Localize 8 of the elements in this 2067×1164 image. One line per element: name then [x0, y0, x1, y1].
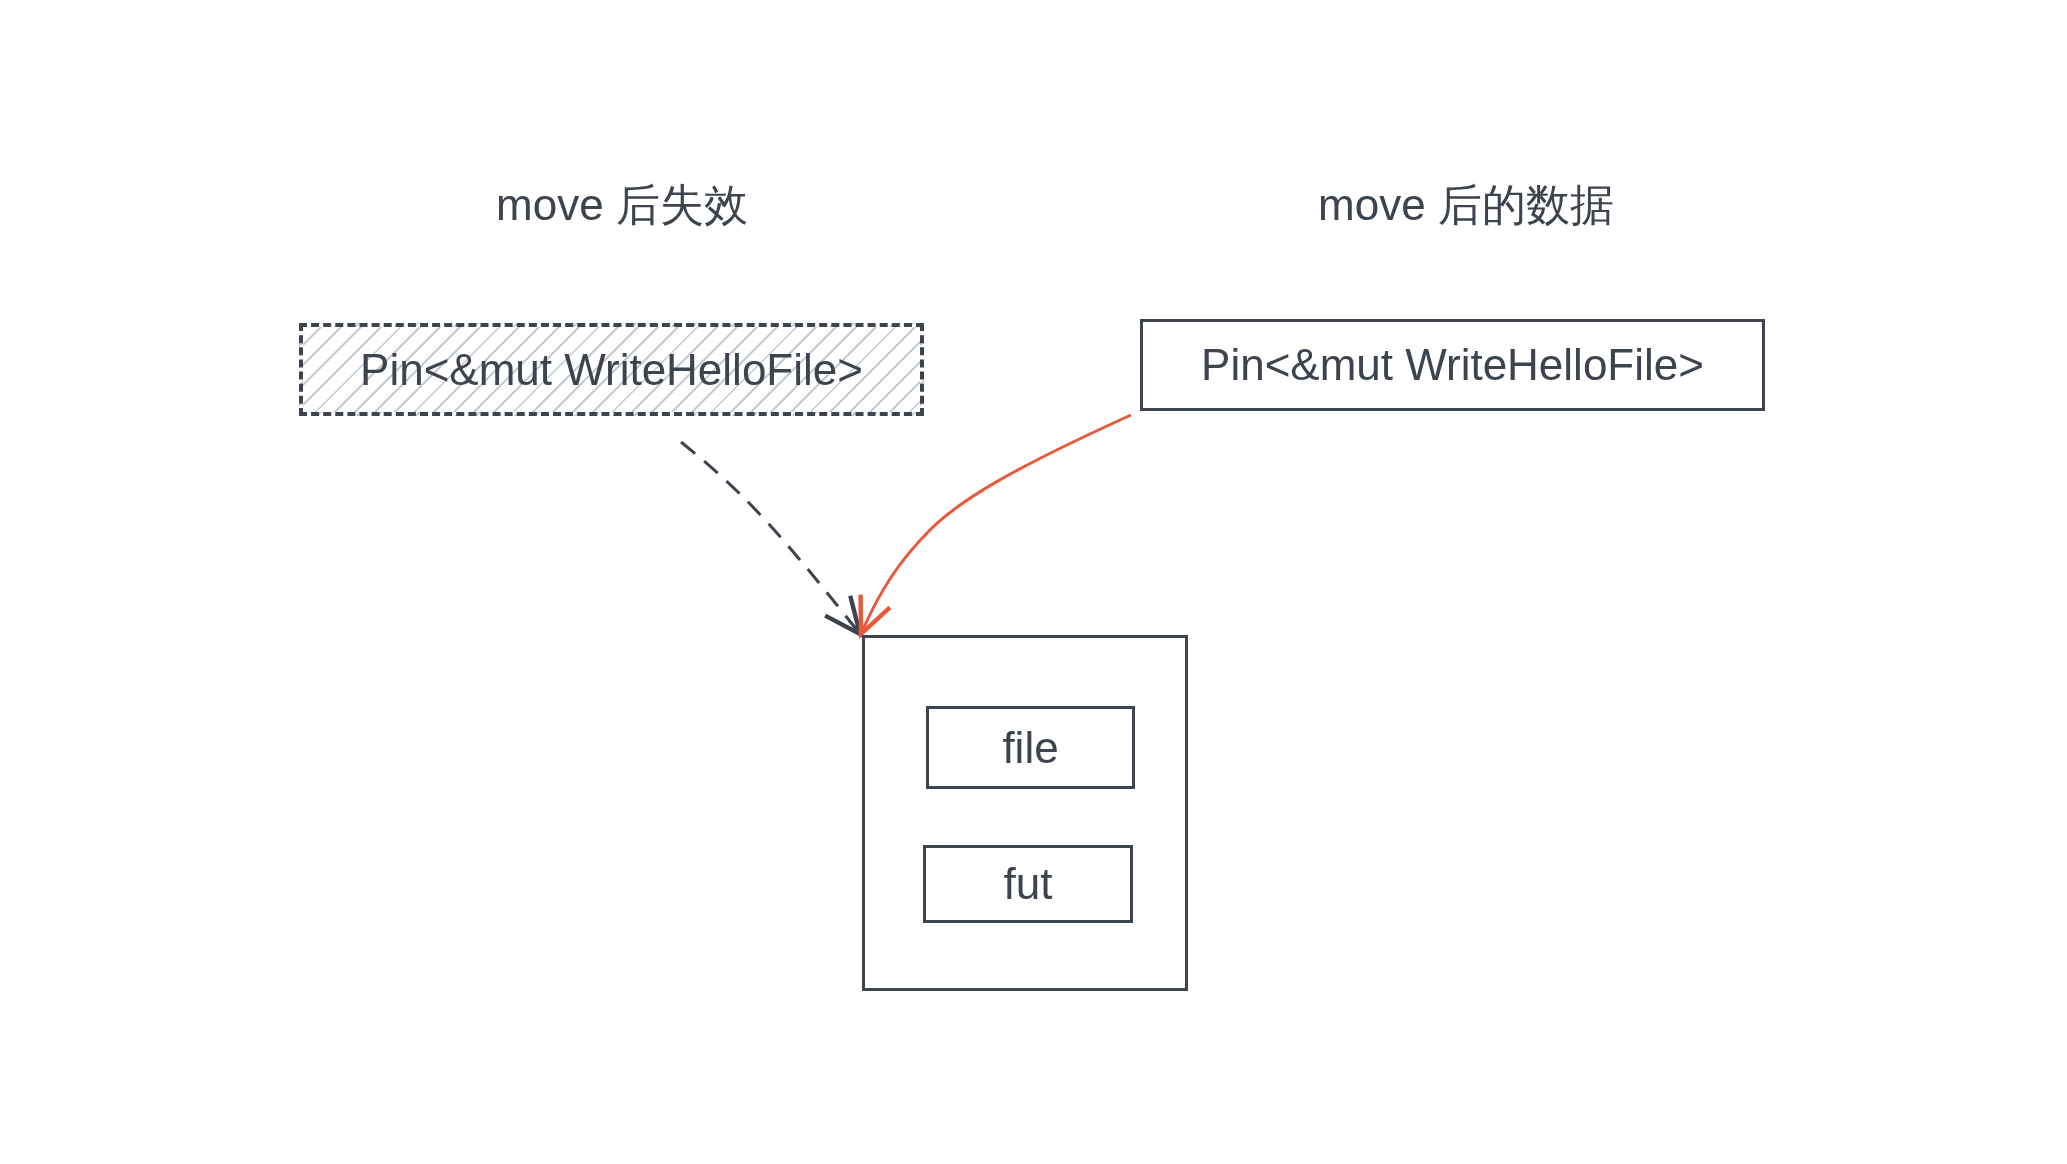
field-box: fut — [923, 845, 1133, 923]
column-heading: move 后的数据 — [1318, 179, 1614, 231]
invalid-pointer-box: Pin<&mut WriteHelloFile> — [299, 323, 924, 416]
arrow — [858, 413, 1132, 637]
column-heading: move 后失效 — [496, 179, 748, 231]
field-box: file — [926, 706, 1135, 789]
struct-box — [862, 635, 1188, 991]
pointer-box: Pin<&mut WriteHelloFile> — [1140, 319, 1765, 411]
